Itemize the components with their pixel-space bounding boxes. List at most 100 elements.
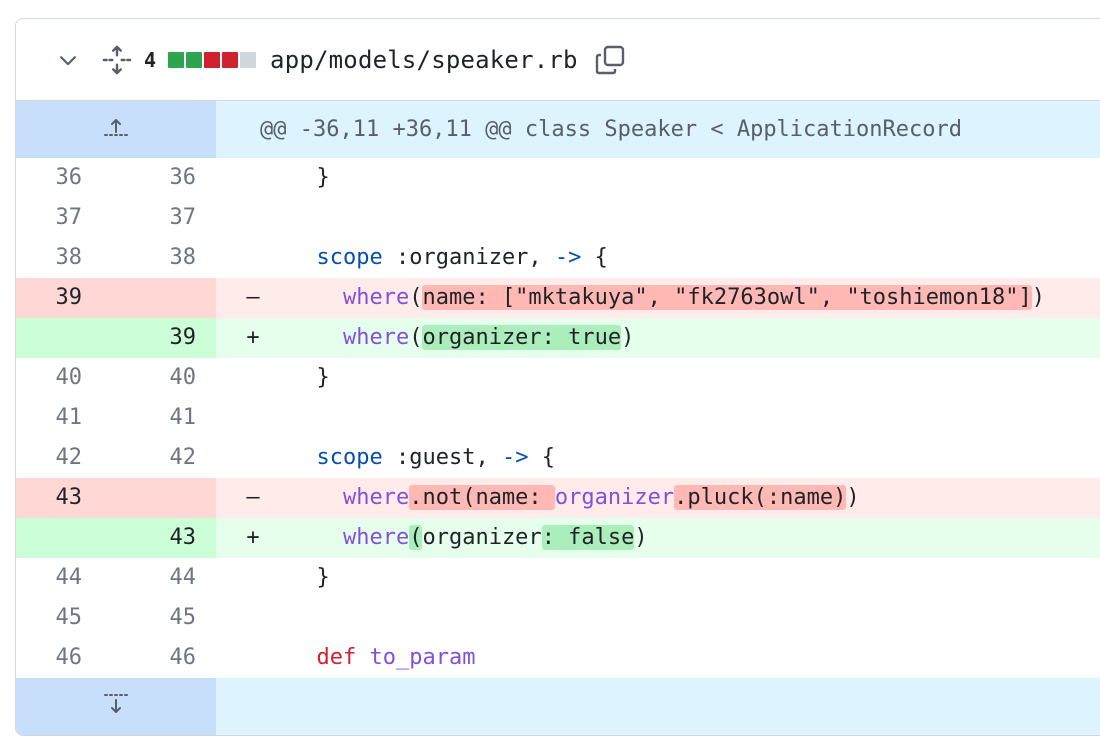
code-line: def to_param [290,638,1100,678]
diff-marker: – [216,478,290,518]
diff-marker [216,358,290,398]
code-token: ) [846,485,860,510]
code-token [290,285,343,310]
old-line-number[interactable]: 40 [55,365,83,390]
old-line-number[interactable] [16,518,116,558]
old-line-number[interactable]: 36 [55,165,83,190]
diffstat-bar [168,51,257,68]
unfold-icon[interactable] [100,43,134,77]
hunk-footer-row [16,678,1100,735]
added-line: 39+ where(organizer: true) [16,318,1100,358]
diff-marker [216,158,290,198]
code-token: to_param [369,645,476,670]
diff-table: @@ -36,11 +36,11 @@ class Speaker < Appl… [16,101,1100,735]
code-token: ) [634,525,648,550]
new-line-number[interactable] [116,278,216,318]
expand-up-button[interactable] [16,101,216,158]
code-token: organizer [554,485,675,510]
code-token: -> [554,245,582,270]
code-token: ) [1031,285,1045,310]
diff-marker: + [216,318,290,358]
code-token: } [290,165,330,190]
added-line: 43+ where(organizer: false) [16,518,1100,558]
new-line-number[interactable]: 38 [169,245,197,270]
deleted-line: 43 – where.not(name: organizer.pluck(:nam… [16,478,1100,518]
code-token [356,645,369,670]
code-token: organizer [422,525,542,550]
copy-icon[interactable] [592,42,628,78]
context-line: 44 44 } [16,558,1100,598]
change-count: 4 [144,47,157,72]
context-line: 38 38 scope :organizer, -> { [16,238,1100,278]
diff-marker [216,598,290,638]
diffstat-square [204,51,221,68]
diffstat-square [168,51,185,68]
diff-marker [216,238,290,278]
expand-down-button[interactable] [16,678,216,735]
new-line-number[interactable]: 39 [116,318,216,358]
new-line-number[interactable]: 43 [116,518,216,558]
new-line-number[interactable]: 46 [169,645,197,670]
code-token: organizer: true [422,325,622,350]
code-token: { [581,245,608,270]
code-token: ( [409,285,423,310]
code-token [290,445,317,470]
old-line-number[interactable]: 43 [16,478,116,518]
new-line-number[interactable]: 36 [169,165,197,190]
code-token: -> [501,445,529,470]
diff-marker [216,398,290,438]
code-token [290,645,317,670]
context-line: 37 37 [16,198,1100,238]
old-line-number[interactable]: 45 [55,605,83,630]
diffstat-square [186,51,203,68]
code-token: where [342,325,410,350]
hunk-header: @@ -36,11 +36,11 @@ class Speaker < Appl… [216,101,1100,158]
code-token: ( [409,525,423,550]
context-line: 45 45 [16,598,1100,638]
code-token: .pluck(:name) [674,485,847,510]
diffstat-square [240,51,257,68]
diff-marker: – [216,278,290,318]
old-line-number[interactable]: 42 [55,445,83,470]
code-token: name: ["mktakuya", "fk2763owl", "toshiem… [422,285,1032,310]
new-line-number[interactable] [116,478,216,518]
old-line-number[interactable]: 39 [16,278,116,318]
old-line-number[interactable]: 37 [55,205,83,230]
hunk-header-row: @@ -36,11 +36,11 @@ class Speaker < Appl… [16,101,1100,158]
new-line-number[interactable]: 40 [169,365,197,390]
code-line [290,598,1100,638]
code-line [290,198,1100,238]
deleted-line: 39– where(name: ["mktakuya", "fk2763owl"… [16,278,1100,318]
old-line-number[interactable]: 41 [55,405,83,430]
file-header: 4 app/models/speaker.rb [16,19,1100,101]
code-token: } [290,565,330,590]
old-line-number[interactable] [16,318,116,358]
diff-marker [216,638,290,678]
code-line [290,398,1100,438]
diff-marker [216,438,290,478]
chevron-down-icon[interactable] [54,46,82,74]
code-token: ) [621,325,635,350]
file-path[interactable]: app/models/speaker.rb [270,45,578,74]
old-line-number[interactable]: 46 [55,645,83,670]
old-line-number[interactable]: 44 [55,565,83,590]
new-line-number[interactable]: 37 [169,205,197,230]
context-line: 36 36 } [16,158,1100,198]
code-line: } [290,558,1100,598]
new-line-number[interactable]: 42 [169,445,197,470]
code-token: ( [409,325,423,350]
code-token: where [342,525,410,550]
code-token: :organizer, [382,245,555,270]
code-line: where(organizer: false) [290,518,1100,558]
code-line: where.not(name: organizer.pluck(:name)) [290,478,1100,518]
diff-marker [216,558,290,598]
old-line-number[interactable]: 38 [55,245,83,270]
new-line-number[interactable]: 45 [169,605,197,630]
code-token: scope [316,245,383,270]
new-line-number[interactable]: 41 [169,405,197,430]
hunk-footer [216,678,1100,735]
new-line-number[interactable]: 44 [169,565,197,590]
